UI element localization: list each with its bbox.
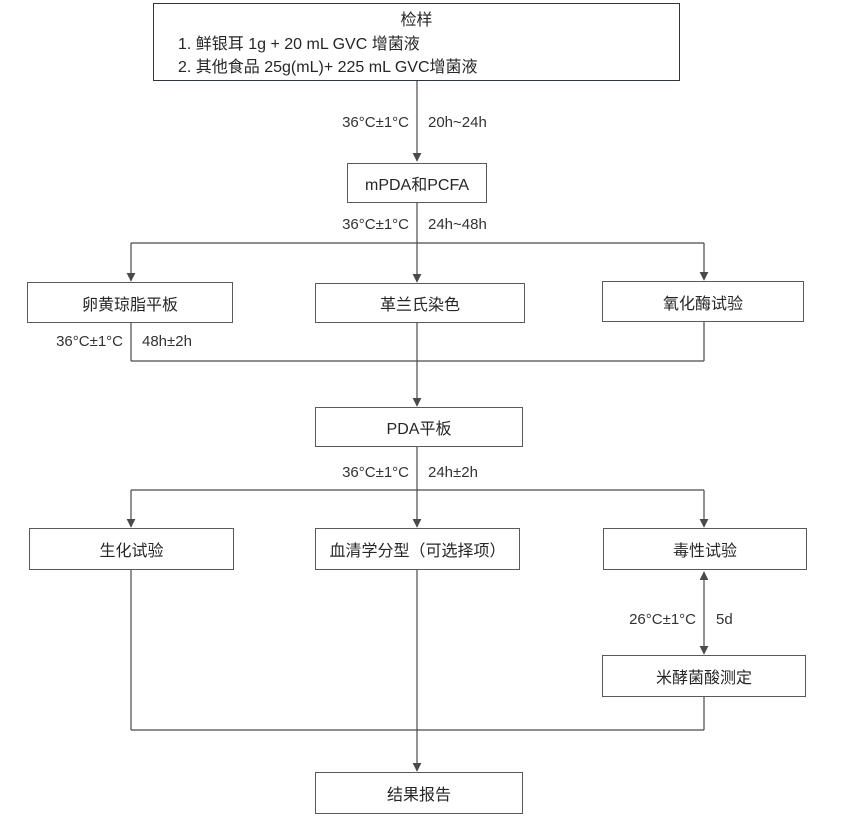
edge4-time-label: 24h±2h — [428, 464, 478, 481]
node-pda-plate: PDA平板 — [315, 407, 523, 447]
node-oxidase-test: 氧化酶试验 — [602, 281, 804, 322]
node-biochemical-test: 生化试验 — [29, 528, 234, 570]
node-bongkrekic-acid: 米酵菌酸测定 — [602, 655, 806, 697]
node-oxidase-test-label: 氧化酶试验 — [662, 295, 743, 313]
node-egg-yolk-agar-label: 卵黄琼脂平板 — [81, 296, 178, 314]
node-bongkrekic-acid-label: 米酵菌酸测定 — [655, 670, 752, 687]
node-sample-line2: 2. 其他食品 25g(mL)+ 225 mL GVC增菌液 — [178, 59, 478, 76]
node-sample: 检样 1. 鲜银耳 1g + 20 mL GVC 增菌液 2. 其他食品 25g… — [153, 3, 680, 81]
node-result-report-label: 结果报告 — [386, 787, 451, 804]
node-biochemical-test-label: 生化试验 — [99, 543, 164, 560]
edge1-time-label: 20h~24h — [428, 114, 487, 131]
node-gram-stain-label: 革兰氏染色 — [379, 297, 460, 314]
node-mpda-pcfa-label: mPDA和PCFA — [364, 177, 470, 194]
edge3-time-label: 48h±2h — [142, 333, 192, 350]
edge5-temp-label: 26°C±1°C — [629, 611, 696, 628]
node-toxicity-test: 毒性试验 — [603, 528, 807, 570]
node-sample-title: 检样 — [400, 12, 433, 29]
edge2-time-label: 24h~48h — [428, 216, 487, 233]
node-result-report: 结果报告 — [315, 772, 523, 814]
edge1-temp-label: 36°C±1°C — [342, 114, 409, 131]
node-serotyping: 血清学分型（可选择项） — [315, 528, 520, 570]
node-sample-line1: 1. 鲜银耳 1g + 20 mL GVC 增菌液 — [178, 36, 420, 53]
edge5-time-label: 5d — [716, 611, 733, 628]
edge3-temp-label: 36°C±1°C — [56, 333, 123, 350]
node-egg-yolk-agar: 卵黄琼脂平板 — [27, 282, 233, 323]
node-gram-stain: 革兰氏染色 — [315, 283, 525, 323]
node-mpda-pcfa: mPDA和PCFA — [347, 163, 487, 203]
node-toxicity-test-label: 毒性试验 — [672, 543, 737, 560]
edge4-temp-label: 36°C±1°C — [342, 464, 409, 481]
node-pda-plate-label: PDA平板 — [386, 421, 452, 438]
node-serotyping-label: 血清学分型（可选择项） — [329, 543, 506, 560]
edge2-temp-label: 36°C±1°C — [342, 216, 409, 233]
